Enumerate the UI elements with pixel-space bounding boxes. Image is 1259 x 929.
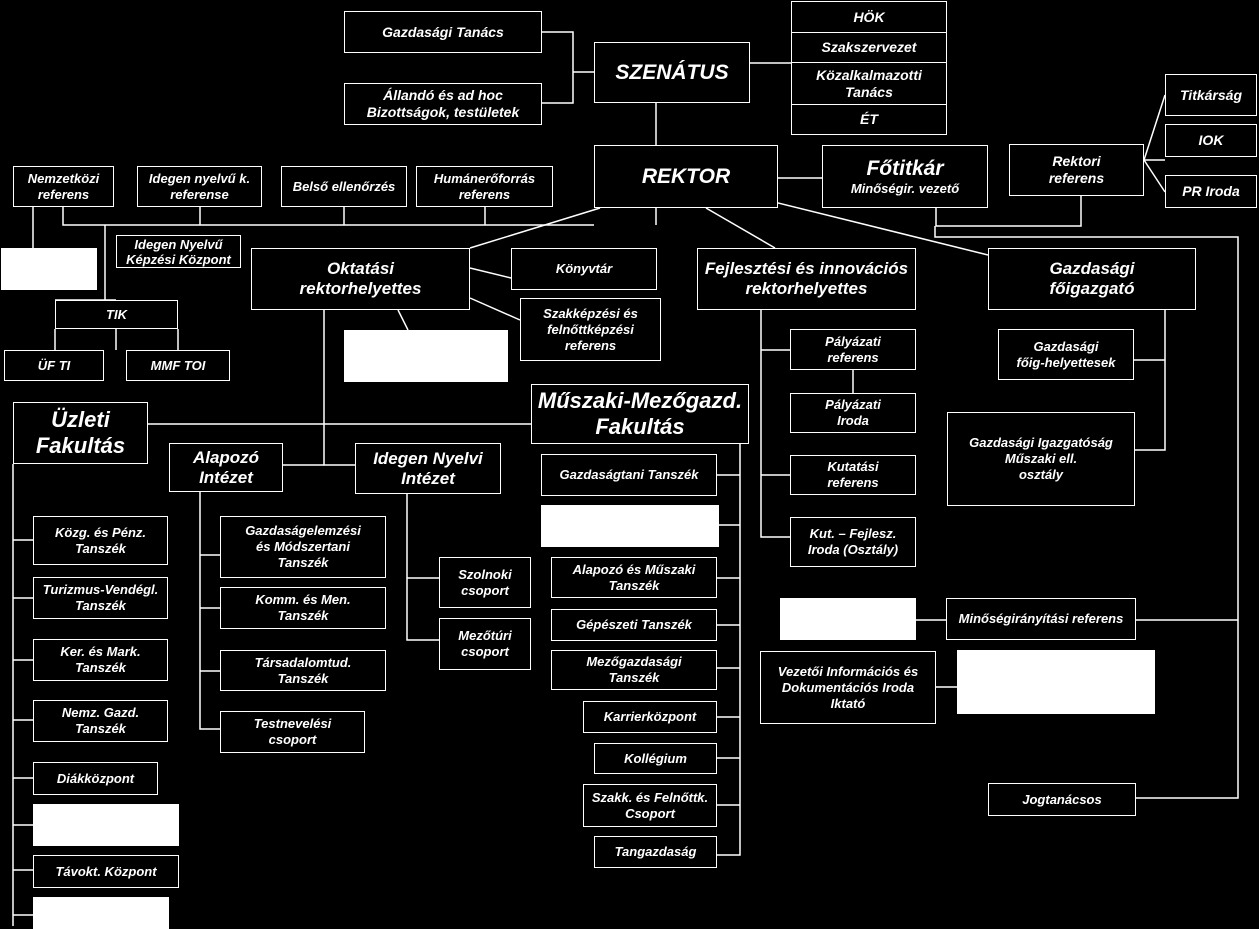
tik-box: TIK bbox=[55, 300, 178, 329]
tarsadalomtud-box: Társadalomtud. Tanszék bbox=[220, 650, 386, 691]
blank-box-4 bbox=[957, 650, 1155, 714]
bizottsagok-box: Állandó és ad hoc Bizottságok, testülete… bbox=[344, 83, 542, 125]
gazdasagi-foigazgato-box: Gazdasági főigazgató bbox=[988, 248, 1196, 310]
idegen-nyelvu-kepzesi-box: Idegen Nyelvű Képzési Központ bbox=[116, 235, 241, 268]
jogtanacsos-box: Jogtanácsos bbox=[988, 783, 1136, 816]
gazdasagtani-box: Gazdaságtani Tanszék bbox=[541, 454, 717, 496]
szakkepzesi-referens-box: Szakképzési és felnőttképzési referens bbox=[520, 298, 661, 361]
fejlesztesi-rektorhelyettes-box: Fejlesztési és innovációs rektorhelyette… bbox=[697, 248, 916, 310]
uf-ti-box: ÜF TI bbox=[4, 350, 104, 381]
mezogazdasagi-box: Mezőgazdasági Tanszék bbox=[551, 650, 717, 690]
hok-box: HÖK bbox=[791, 1, 947, 33]
kozg-penz-box: Közg. és Pénz. Tanszék bbox=[33, 516, 168, 565]
kozalkalmazotti-box: Közalkalmazotti Tanács bbox=[791, 62, 947, 105]
pr-iroda-box: PR Iroda bbox=[1165, 175, 1257, 208]
blank-box-3 bbox=[780, 598, 916, 640]
gazdasagi-foig-helyettesek-box: Gazdasági főig-helyettesek bbox=[998, 329, 1134, 380]
idegen-nyelvu-referense-box: Idegen nyelvű k. referense bbox=[137, 166, 262, 207]
blank-box-2 bbox=[344, 330, 508, 382]
et-box: ÉT bbox=[791, 104, 947, 135]
tavokt-kozpont-box: Távokt. Központ bbox=[33, 855, 179, 888]
ker-mark-box: Ker. és Mark. Tanszék bbox=[33, 639, 168, 681]
muszaki-fakultas-box: Műszaki-Mezőgazd. Fakultás bbox=[531, 384, 749, 444]
szenatus-box: SZENÁTUS bbox=[594, 42, 750, 103]
rektori-referens-box: Rektori referens bbox=[1009, 144, 1144, 196]
tangazdasag-box: Tangazdaság bbox=[594, 836, 717, 868]
uzleti-fakultas-box: Üzleti Fakultás bbox=[13, 402, 148, 464]
fotitkar-box: Főtitkár Minőségir. vezető bbox=[822, 145, 988, 208]
alapozo-intezet-box: Alapozó Intézet bbox=[169, 443, 283, 492]
blank-box-5 bbox=[33, 804, 179, 846]
nemz-gazd-box: Nemz. Gazd. Tanszék bbox=[33, 700, 168, 742]
rektor-box: REKTOR bbox=[594, 145, 778, 208]
kutatasi-referens-box: Kutatási referens bbox=[790, 455, 916, 495]
kollegium-box: Kollégium bbox=[594, 743, 717, 774]
titkarsag-box: Titkárság bbox=[1165, 74, 1257, 116]
blank-box-6 bbox=[33, 897, 169, 929]
karrierkozpont-box: Karrierközpont bbox=[583, 701, 717, 733]
konyvtar-box: Könyvtár bbox=[511, 248, 657, 290]
vezetoi-informacios-box: Vezetői Információs és Dokumentációs Iro… bbox=[760, 651, 936, 724]
kut-fejl-iroda-box: Kut. – Fejlesz. Iroda (Osztály) bbox=[790, 517, 916, 567]
minosegiranyitasi-referens-box: Minőségirányítási referens bbox=[946, 598, 1136, 640]
szolnoki-csoport-box: Szolnoki csoport bbox=[439, 557, 531, 608]
nemzetkozi-referens-box: Nemzetközi referens bbox=[13, 166, 114, 207]
mmf-toi-box: MMF TOI bbox=[126, 350, 230, 381]
gazdasagi-tanacs-box: Gazdasági Tanács bbox=[344, 11, 542, 53]
komm-men-box: Komm. és Men. Tanszék bbox=[220, 587, 386, 629]
iok-box: IOK bbox=[1165, 124, 1257, 157]
humaneroforras-box: Humánerőforrás referens bbox=[416, 166, 553, 207]
palyazati-iroda-box: Pályázati Iroda bbox=[790, 393, 916, 433]
blank-box-1 bbox=[1, 248, 97, 290]
diakkozpont-box: Diákközpont bbox=[33, 762, 158, 795]
testnevelesi-box: Testnevelési csoport bbox=[220, 711, 365, 753]
alapozo-muszaki-box: Alapozó és Műszaki Tanszék bbox=[551, 557, 717, 598]
mezoturi-csoport-box: Mezőtúri csoport bbox=[439, 618, 531, 670]
turizmus-box: Turizmus-Vendégl. Tanszék bbox=[33, 577, 168, 619]
szakk-felnottk-box: Szakk. és Felnőttk. Csoport bbox=[583, 784, 717, 827]
gepeszeti-box: Gépészeti Tanszék bbox=[551, 609, 717, 641]
idegen-nyelvi-intezet-box: Idegen Nyelvi Intézet bbox=[355, 443, 501, 494]
fotitkar-title: Főtitkár bbox=[866, 156, 944, 180]
oktatasi-rektorhelyettes-box: Oktatási rektorhelyettes bbox=[251, 248, 470, 310]
blank-box-7 bbox=[541, 505, 719, 547]
gazdasagi-igazgatosag-box: Gazdasági Igazgatóság Műszaki ell. osztá… bbox=[947, 412, 1135, 506]
belso-ellenorzes-box: Belső ellenőrzés bbox=[281, 166, 407, 207]
palyazati-referens-box: Pályázati referens bbox=[790, 329, 916, 370]
minosegir-vezeto-label: Minőségir. vezető bbox=[850, 180, 960, 196]
gazdasagelemzesi-box: Gazdaságelemzési és Módszertani Tanszék bbox=[220, 516, 386, 578]
szakszervezet-box: Szakszervezet bbox=[791, 32, 947, 63]
